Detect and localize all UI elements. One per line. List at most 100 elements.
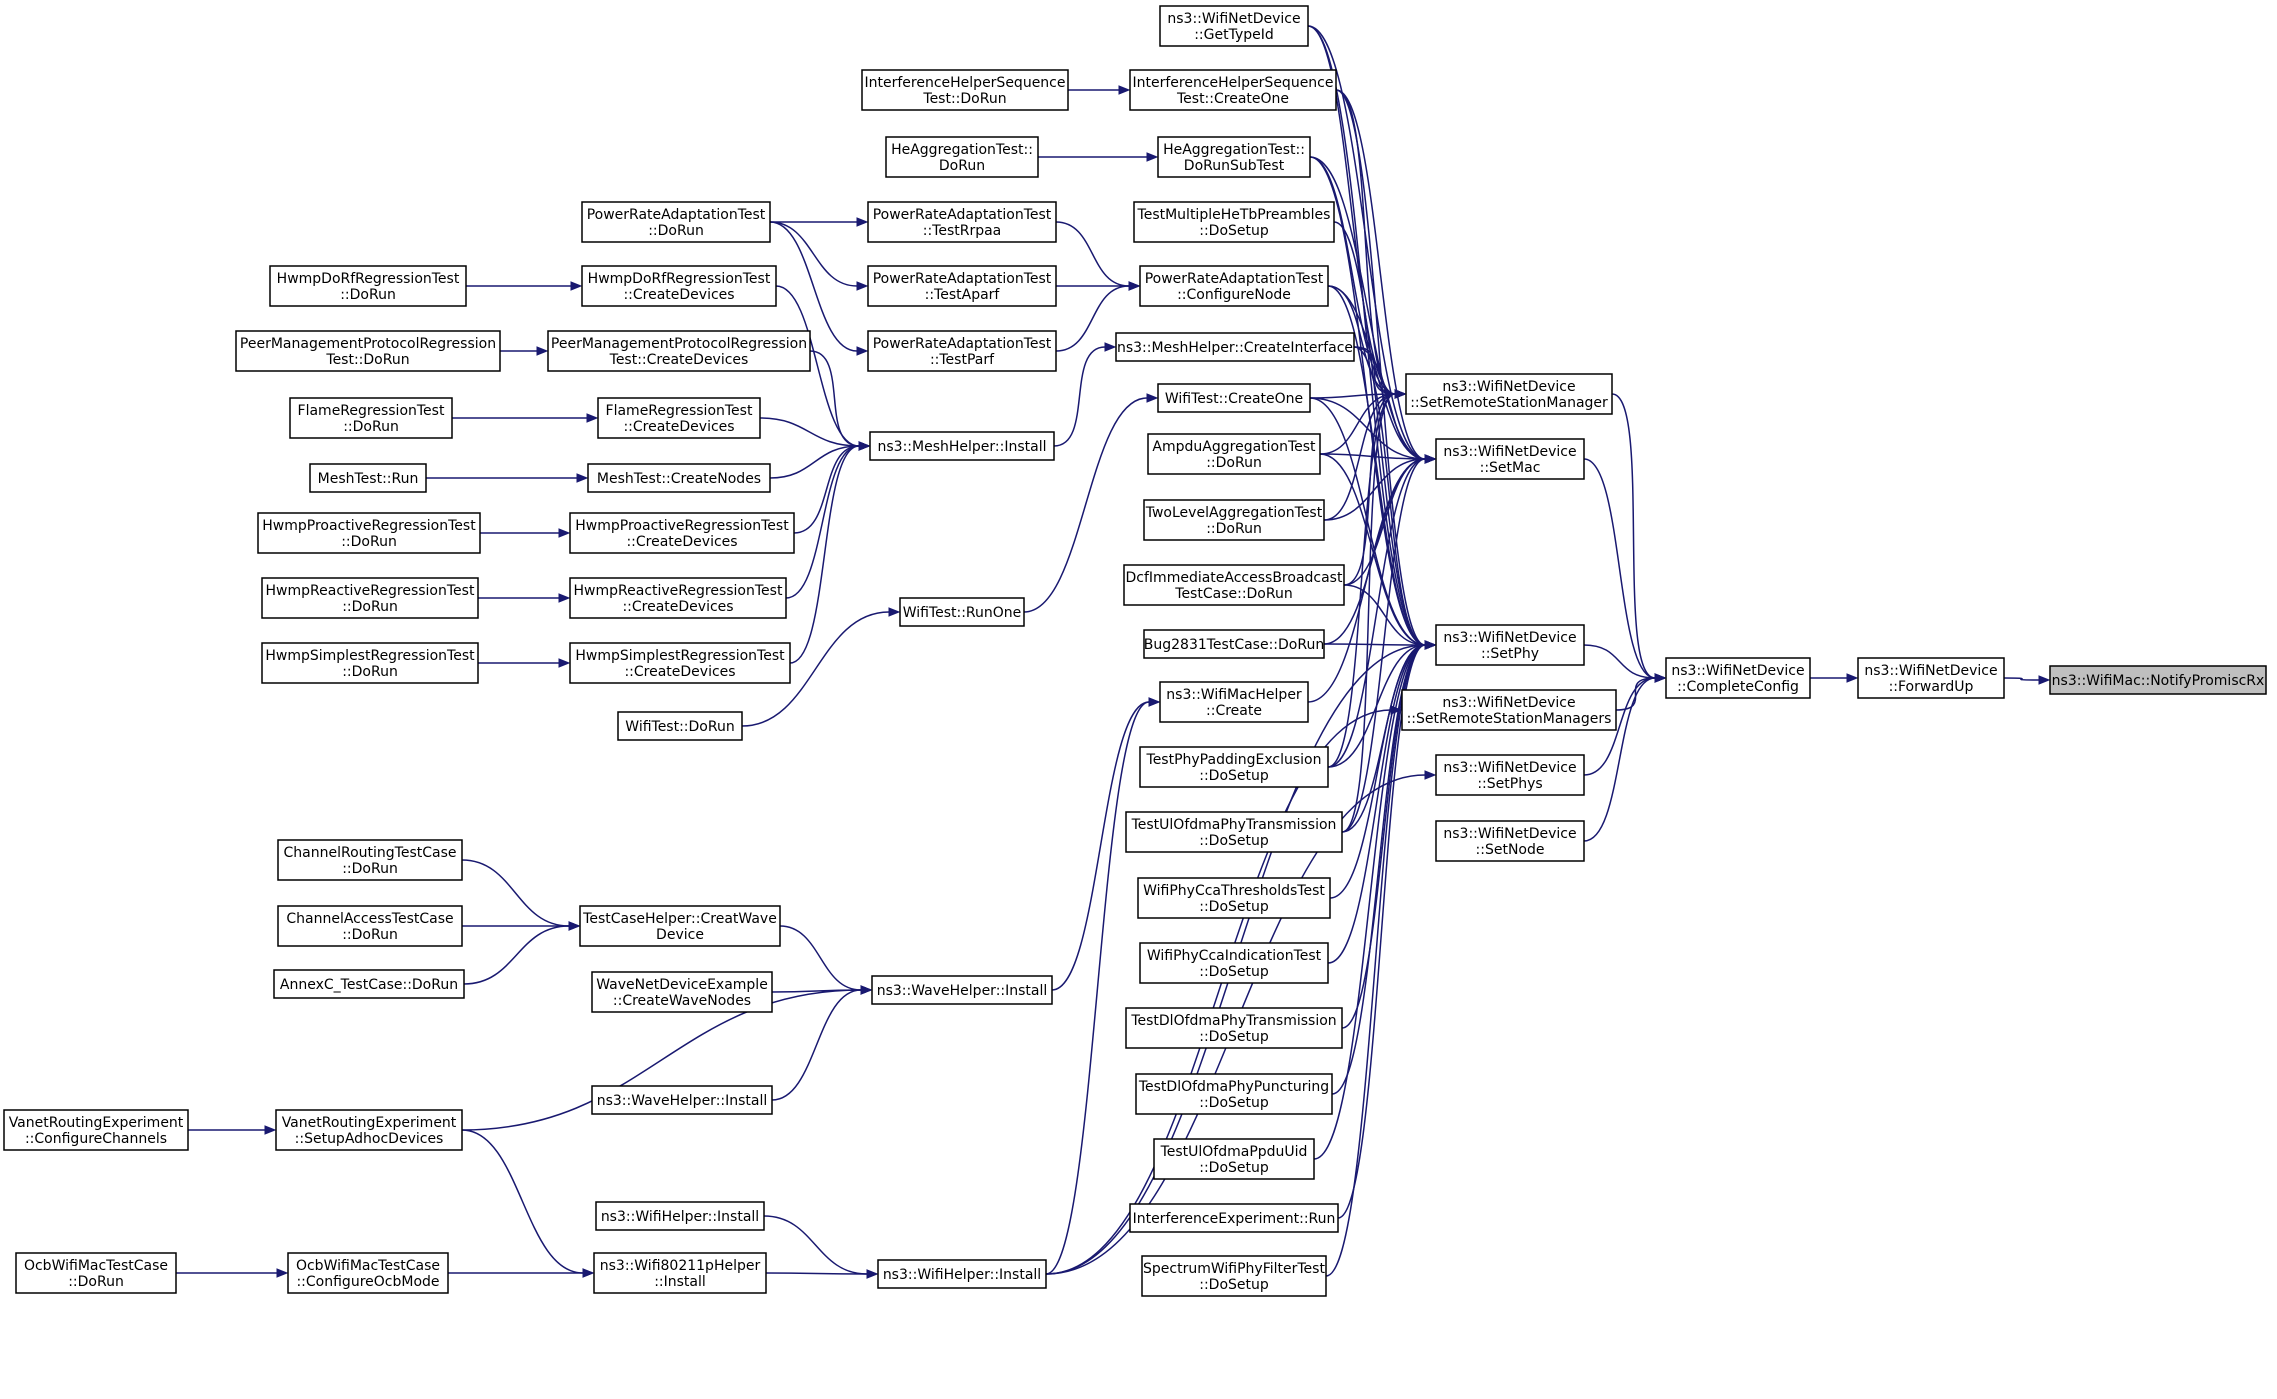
node-label: ::DoRun [341,534,397,550]
node-box [1125,1007,1343,1049]
node-vre_cc[interactable]: VanetRoutingExperiment::ConfigureChannel… [3,1109,189,1151]
node-label: ns3::WifiHelper::Install [883,1267,1041,1283]
node-owmtc_com[interactable]: OcbWifiMacTestCase::ConfigureOcbMode [287,1252,449,1294]
node-notify[interactable]: ns3::WifiMac::NotifyPromiscRx [2049,665,2267,695]
node-pmpr_dorun[interactable]: PeerManagementProtocolRegressionTest::Do… [235,330,501,372]
node-label: PowerRateAdaptationTest [873,207,1052,223]
node-wifitest_co[interactable]: WifiTest::CreateOne [1157,383,1311,413]
node-completecfg[interactable]: ns3::WifiNetDevice::CompleteConfig [1665,657,1811,699]
node-tppe[interactable]: TestPhyPaddingExclusion::DoSetup [1139,746,1329,788]
node-label: WifiTest::CreateOne [1165,391,1303,407]
node-owmtc_dorun[interactable]: OcbWifiMacTestCase::DoRun [15,1252,177,1294]
node-label: ns3::WifiNetDevice [1671,663,1804,679]
node-label: VanetRoutingExperiment [9,1115,184,1131]
node-ampdu[interactable]: AmpduAggregationTest::DoRun [1147,433,1321,475]
node-wifihelper_inst2[interactable]: ns3::WifiHelper::Install [595,1201,765,1231]
node-prat_aparf[interactable]: PowerRateAdaptationTest::TestAparf [867,265,1057,307]
node-vre_sad[interactable]: VanetRoutingExperiment::SetupAdhocDevice… [275,1109,463,1151]
node-label: ::DoSetup [1199,1029,1269,1045]
node-heagg_dorun[interactable]: HeAggregationTest::DoRun [885,136,1039,178]
node-label: ::ConfigureNode [1177,287,1291,303]
node-hdrt_cd[interactable]: HwmpDoRfRegressionTest::CreateDevices [581,265,777,307]
node-label: ::SetPhys [1477,776,1542,792]
node-label: WifiPhyCcaThresholdsTest [1143,883,1325,899]
node-wifitest_dorun[interactable]: WifiTest::DoRun [617,711,743,741]
node-tdopt[interactable]: TestDlOfdmaPhyTransmission::DoSetup [1125,1007,1343,1049]
node-tuopu[interactable]: TestUlOfdmaPpduUid::DoSetup [1153,1138,1315,1180]
node-label: ::DoRun [342,664,398,680]
node-bug2831[interactable]: Bug2831TestCase::DoRun [1143,629,1325,659]
node-setrsms[interactable]: ns3::WifiNetDevice::SetRemoteStationMana… [1401,689,1617,731]
node-setmac[interactable]: ns3::WifiNetDevice::SetMac [1435,438,1585,480]
node-wavehelper_inst[interactable]: ns3::WaveHelper::Install [871,975,1053,1005]
node-meshhelper_inst[interactable]: ns3::MeshHelper::Install [869,431,1055,461]
node-heagg_sub[interactable]: HeAggregationTest::DoRunSubTest [1157,136,1311,178]
node-wndex[interactable]: WaveNetDeviceExample::CreateWaveNodes [591,971,773,1013]
node-prat_dorun[interactable]: PowerRateAdaptationTest::DoRun [581,201,771,243]
node-hrrt_dorun[interactable]: HwmpReactiveRegressionTest::DoRun [261,577,479,619]
node-tmhtp[interactable]: TestMultipleHeTbPreambles::DoSetup [1133,201,1335,243]
node-wifitest_runone[interactable]: WifiTest::RunOne [899,597,1025,627]
edge-hsrt_dorun-to-hsrt_cd [478,658,571,668]
node-box [289,397,453,439]
node-setnode[interactable]: ns3::WifiNetDevice::SetNode [1435,820,1585,862]
node-label: TestUlOfdmaPhyTransmission [1131,817,1337,833]
node-tdopp[interactable]: TestDlOfdmaPhyPuncturing::DoSetup [1135,1073,1333,1115]
node-forwardup[interactable]: ns3::WifiNetDevice::ForwardUp [1857,657,2005,699]
node-box [1435,438,1585,480]
node-wavehelper_inst2[interactable]: ns3::WaveHelper::Install [591,1085,773,1115]
node-prat_parf[interactable]: PowerRateAdaptationTest::TestParf [867,330,1057,372]
node-crtc[interactable]: ChannelRoutingTestCase::DoRun [277,839,463,881]
edge-meshtest_run-to-meshtest_cn [426,473,589,483]
node-meshtest_run[interactable]: MeshTest::Run [309,463,427,493]
node-hsrt_dorun[interactable]: HwmpSimplestRegressionTest::DoRun [261,642,479,684]
node-gettypeid[interactable]: ns3::WifiNetDevice::GetTypeId [1159,5,1309,47]
edge-owmtc_com-to-w80211p [448,1268,595,1278]
node-setphy[interactable]: ns3::WifiNetDevice::SetPhy [1435,624,1585,666]
node-tuopt[interactable]: TestUlOfdmaPhyTransmission::DoSetup [1125,811,1343,853]
node-flame_cd[interactable]: FlameRegressionTest::CreateDevices [597,397,761,439]
node-meshtest_cn[interactable]: MeshTest::CreateNodes [587,463,771,493]
node-label: ::DoSetup [1199,964,1269,980]
node-prat_rrpaa[interactable]: PowerRateAdaptationTest::TestRrpaa [867,201,1057,243]
node-hdrt_dorun[interactable]: HwmpDoRfRegressionTest::DoRun [269,265,467,307]
node-box [235,330,501,372]
node-label: ::TestParf [930,352,995,368]
node-label: Device [656,927,704,943]
node-label: TestMultipleHeTbPreambles [1137,207,1331,223]
node-hsrt_cd[interactable]: HwmpSimplestRegressionTest::CreateDevice… [569,642,791,684]
node-w80211p[interactable]: ns3::Wifi80211pHelper::Install [593,1252,767,1294]
node-dcf[interactable]: DcfImmediateAccessBroadcastTestCase::DoR… [1123,564,1345,606]
node-hprt_dorun[interactable]: HwmpProactiveRegressionTest::DoRun [257,512,481,554]
node-box [1405,373,1613,415]
node-label: ::DoSetup [1199,833,1269,849]
node-hrrt_cd[interactable]: HwmpReactiveRegressionTest::CreateDevice… [569,577,787,619]
node-wpcit[interactable]: WifiPhyCcaIndicationTest::DoSetup [1139,942,1329,984]
node-annexc[interactable]: AnnexC_TestCase::DoRun [273,969,465,999]
node-setphys[interactable]: ns3::WifiNetDevice::SetPhys [1435,754,1585,796]
node-swpft[interactable]: SpectrumWifiPhyFilterTest::DoSetup [1141,1255,1327,1297]
node-ihs_createone[interactable]: InterferenceHelperSequenceTest::CreateOn… [1129,69,1337,111]
edge-wifihelper_inst-to-wifimachelper [1045,697,1161,1275]
node-setrsm[interactable]: ns3::WifiNetDevice::SetRemoteStationMana… [1405,373,1613,415]
node-hprt_cd[interactable]: HwmpProactiveRegressionTest::CreateDevic… [569,512,795,554]
node-flame_dorun[interactable]: FlameRegressionTest::DoRun [289,397,453,439]
node-pmpr_cd[interactable]: PeerManagementProtocolRegressionTest::Cr… [547,330,811,372]
node-box [1115,332,1355,362]
node-twolevel[interactable]: TwoLevelAggregationTest::DoRun [1143,499,1325,541]
node-prat_cfg[interactable]: PowerRateAdaptationTest::ConfigureNode [1139,265,1329,307]
node-catc[interactable]: ChannelAccessTestCase::DoRun [277,905,463,947]
node-wifimachelper[interactable]: ns3::WifiMacHelper::Create [1159,681,1309,723]
node-label: ::DoSetup [1199,768,1269,784]
node-box [1143,629,1325,659]
node-label: ::DoSetup [1199,223,1269,239]
node-wifihelper_inst[interactable]: ns3::WifiHelper::Install [877,1259,1047,1289]
node-box [1857,657,2005,699]
node-meshhelper_ci[interactable]: ns3::MeshHelper::CreateInterface [1115,332,1355,362]
edge-w80211p-to-wifihelper_inst [765,1269,879,1279]
node-label: ChannelAccessTestCase [286,911,453,927]
node-wpcct[interactable]: WifiPhyCcaThresholdsTest::DoSetup [1137,877,1331,919]
node-ie_run[interactable]: InterferenceExperiment::Run [1129,1203,1339,1233]
